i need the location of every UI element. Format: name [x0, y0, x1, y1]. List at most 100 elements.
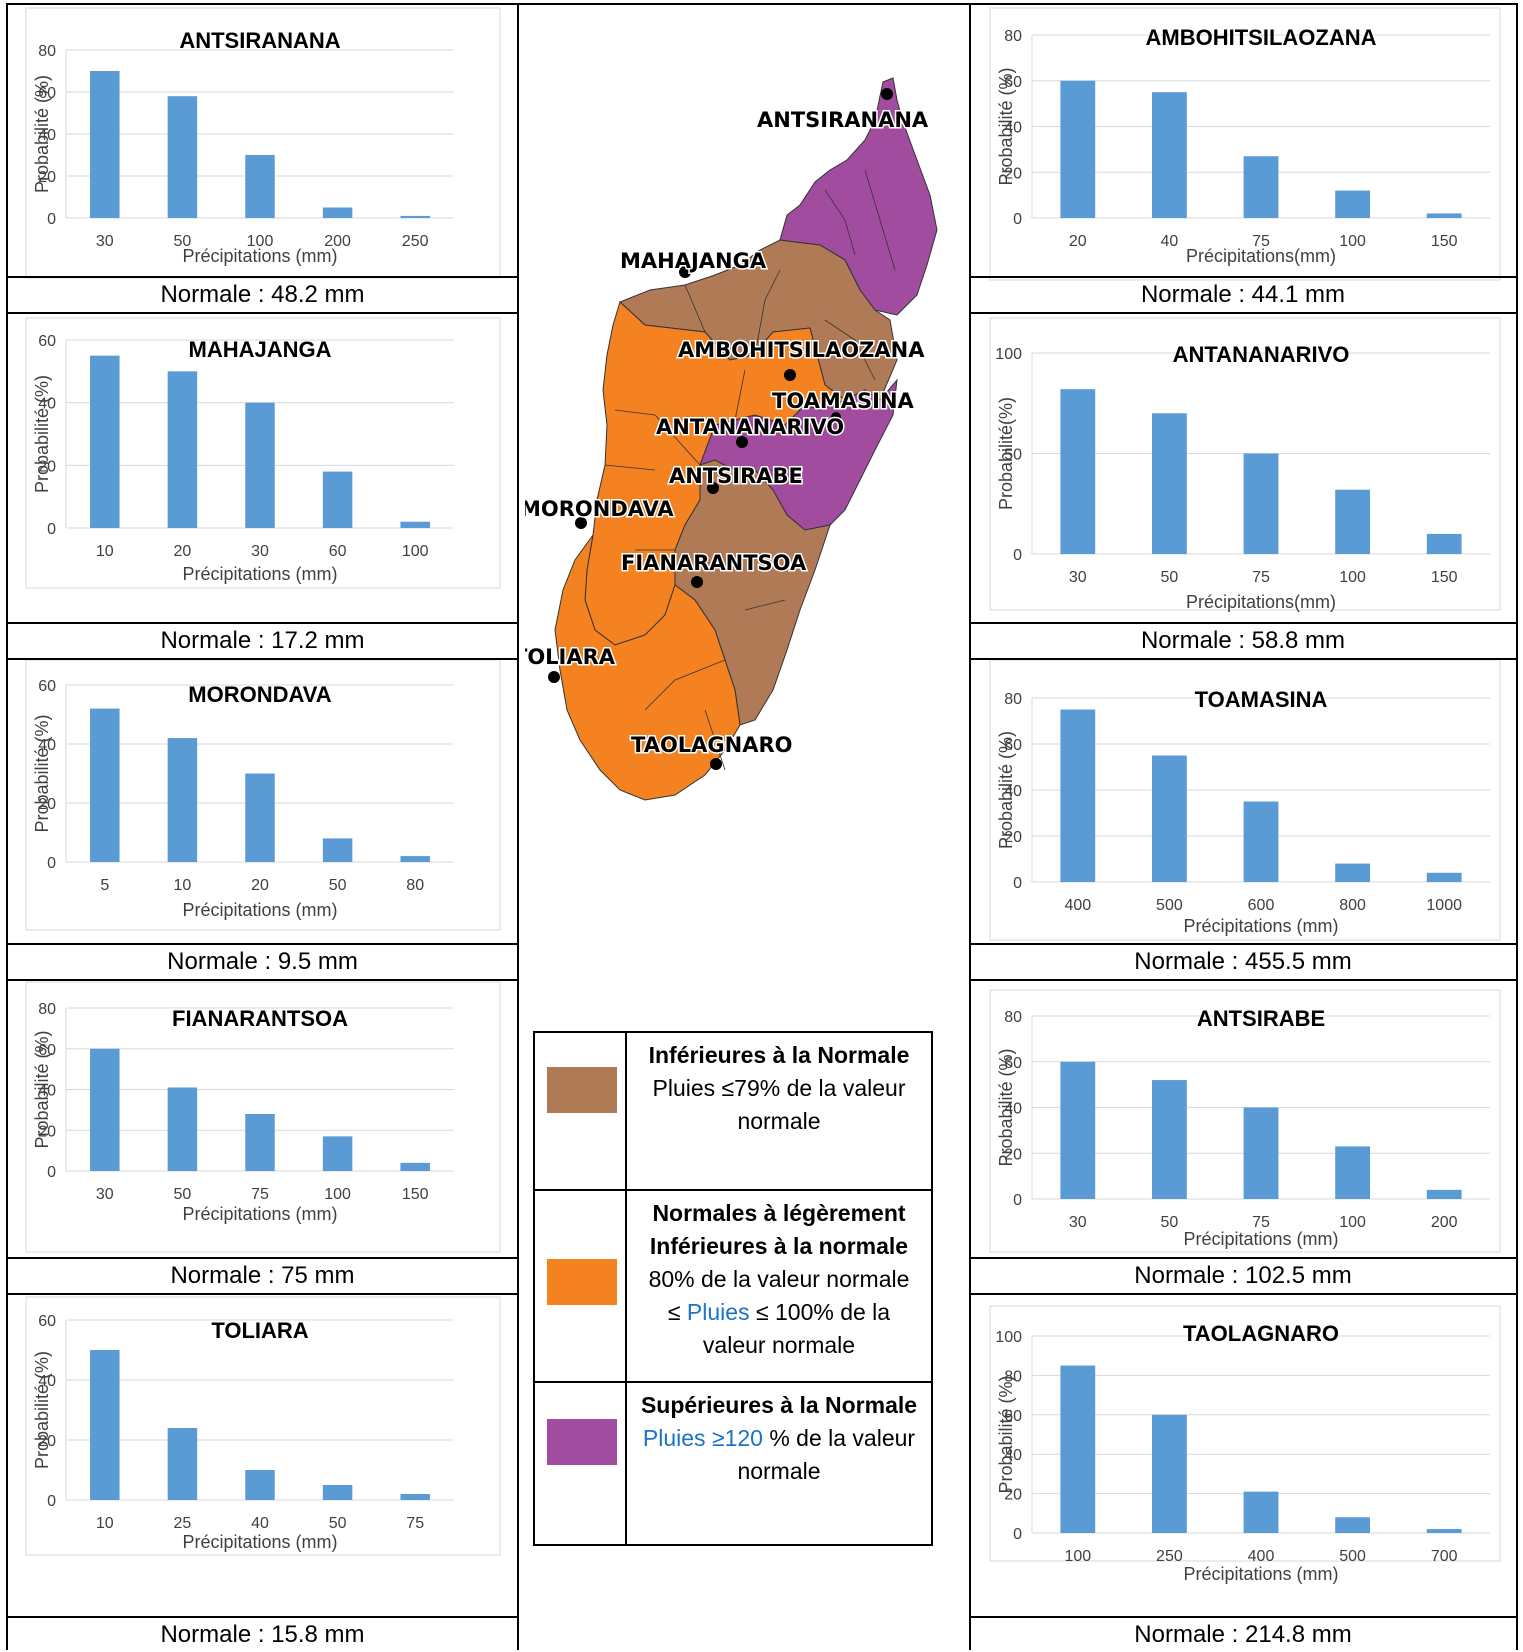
city-label-antsiranana: ANTSIRANANA	[757, 108, 929, 132]
x-tick-label: 200	[1431, 1214, 1458, 1231]
row-separator	[969, 1616, 1518, 1618]
x-axis-label: Précipitations (mm)	[182, 246, 337, 266]
city-label-ambohitsilaozana: AMBOHITSILAOZANA	[678, 338, 925, 362]
x-tick-label: 75	[406, 1515, 424, 1532]
legend-swatch-above	[547, 1419, 617, 1465]
chart-title: MAHAJANGA	[189, 337, 332, 362]
bar	[167, 96, 198, 218]
x-tick-label: 30	[96, 1186, 114, 1203]
x-tick-label: 50	[329, 877, 347, 894]
row-separator	[969, 979, 1518, 981]
normal-value-taolagnaro: Normale : 214.8 mm	[1134, 1621, 1352, 1648]
y-tick-label: 20	[1004, 1487, 1022, 1504]
legend-row-above: Supérieures à la Normale Pluies ≥120 % d…	[535, 1381, 931, 1544]
bar	[1243, 453, 1279, 554]
y-tick-label: 100	[995, 346, 1022, 363]
bar	[1060, 709, 1096, 882]
city-dot-antsiranana	[881, 88, 893, 100]
x-tick-label: 600	[1248, 897, 1275, 914]
bar	[1335, 863, 1371, 882]
row-separator	[6, 312, 519, 314]
city-label-taolagnaro: TAOLAGNARO	[631, 733, 793, 757]
y-tick-label: 40	[1004, 783, 1022, 800]
y-tick-label: 40	[38, 1083, 56, 1100]
bar	[1243, 156, 1279, 218]
y-tick-label: 20	[38, 1123, 56, 1140]
bar	[167, 1428, 198, 1500]
legend-above-title: Supérieures à la Normale	[640, 1392, 918, 1418]
x-tick-label: 500	[1339, 1548, 1366, 1565]
bar	[400, 521, 430, 528]
y-axis-label: Probabilité (%)	[32, 375, 52, 493]
city-dot-toamasina	[831, 412, 841, 422]
city-label-morondava: MORONDAVA	[525, 497, 674, 521]
y-tick-label: 80	[1004, 28, 1022, 45]
frame-top	[6, 3, 1518, 5]
chart-title: ANTSIRABE	[1197, 1006, 1325, 1031]
map-legend: Inférieures à la Normale Pluies ≤79% de …	[533, 1031, 933, 1546]
y-tick-label: 50	[1004, 447, 1022, 464]
city-dot-ambohitsilaozana	[784, 369, 796, 381]
y-tick-label: 40	[38, 127, 56, 144]
frame-left	[6, 3, 8, 1650]
y-tick-label: 20	[1004, 829, 1022, 846]
y-tick-label: 0	[1013, 1526, 1022, 1543]
x-tick-label: 800	[1339, 897, 1366, 914]
bar	[90, 1048, 120, 1171]
frame-mid-right	[969, 3, 971, 1650]
y-tick-label: 20	[38, 169, 56, 186]
x-axis-label: Précipitations (mm)	[1183, 1564, 1338, 1584]
legend-below-title: Inférieures à la Normale	[648, 1042, 910, 1068]
frame-mid-left	[517, 3, 519, 1650]
x-tick-label: 20	[251, 877, 269, 894]
x-tick-label: 40	[251, 1515, 269, 1532]
row-separator	[969, 276, 1518, 278]
legend-above-line2: normale	[737, 1458, 821, 1484]
x-tick-label: 100	[1339, 1214, 1366, 1231]
bar	[1426, 533, 1462, 554]
x-tick-label: 250	[1156, 1548, 1183, 1565]
y-tick-label: 100	[995, 1329, 1022, 1346]
bar	[1151, 755, 1187, 882]
x-tick-label: 100	[1339, 233, 1366, 250]
y-tick-label: 60	[38, 333, 56, 350]
y-tick-label: 0	[1013, 875, 1022, 892]
y-tick-label: 0	[47, 1493, 56, 1510]
y-tick-label: 80	[1004, 691, 1022, 708]
bar	[322, 471, 353, 528]
row-separator	[6, 622, 519, 624]
row-separator	[6, 276, 519, 278]
row-separator	[969, 1257, 1518, 1259]
y-tick-label: 60	[38, 678, 56, 695]
y-axis-label: Probabilité (%)	[32, 1351, 52, 1469]
row-separator	[6, 979, 519, 981]
legend-swatch-normal	[547, 1259, 617, 1305]
y-tick-label: 80	[1004, 1368, 1022, 1385]
x-tick-label: 10	[174, 877, 192, 894]
x-axis-label: Précipitations (mm)	[1183, 916, 1338, 936]
legend-normal-line1: 80% de la valeur normale	[648, 1266, 910, 1292]
chart-title: FIANARANTSOA	[172, 1006, 348, 1031]
city-dot-morondava	[575, 517, 587, 529]
district-borders	[604, 169, 896, 771]
x-tick-label: 250	[402, 233, 429, 250]
x-tick-label: 80	[406, 877, 424, 894]
bar	[400, 1494, 430, 1500]
chart-title: AMBOHITSILAOZANA	[1146, 25, 1377, 50]
x-axis-label: Précipitations (mm)	[182, 564, 337, 584]
x-axis-label: Précipitations(mm)	[1186, 592, 1336, 612]
normal-value-toamasina: Normale : 455.5 mm	[1134, 948, 1352, 975]
y-tick-label: 60	[1004, 737, 1022, 754]
x-axis-label: Précipitations (mm)	[182, 900, 337, 920]
y-tick-label: 0	[47, 855, 56, 872]
y-tick-label: 40	[1004, 1447, 1022, 1464]
bar	[1151, 92, 1187, 218]
map-svg: ANTSIRANANA MAHAJANGA AMBOHITSILAOZANA T…	[512, 77, 938, 801]
legend-normal-title2: Inférieures à la normale	[649, 1233, 909, 1259]
y-tick-label: 0	[1013, 211, 1022, 228]
x-tick-label: 10	[96, 543, 114, 560]
